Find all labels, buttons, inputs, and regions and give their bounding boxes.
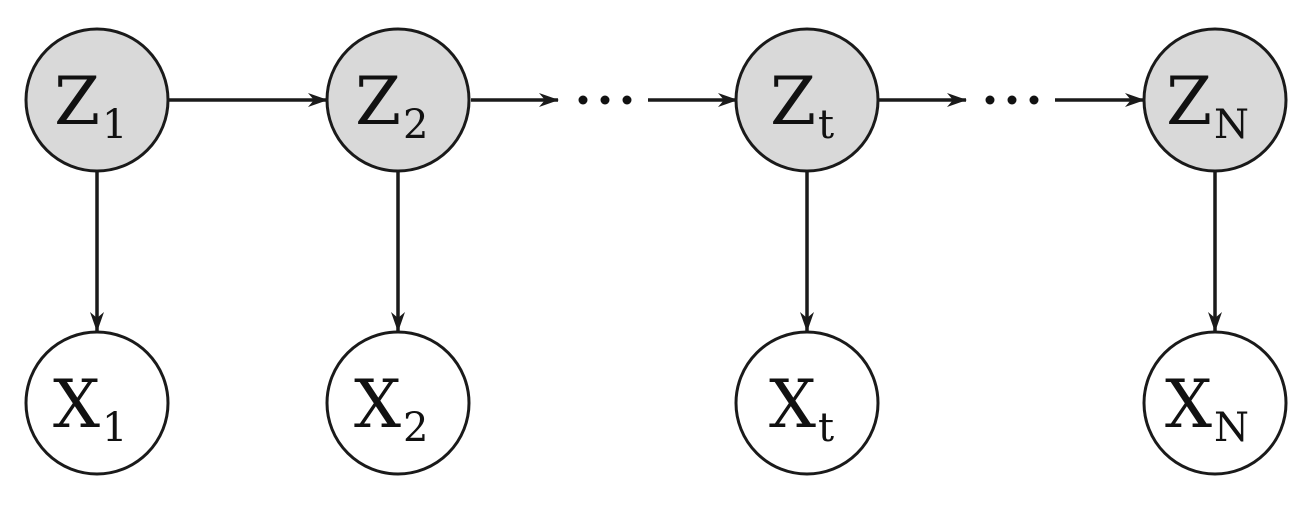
- svg-text:t: t: [818, 102, 834, 148]
- svg-text:1: 1: [102, 102, 127, 148]
- svg-text:2: 2: [403, 405, 428, 451]
- svg-text:2: 2: [403, 102, 428, 148]
- node-x1: X 1: [24, 330, 170, 476]
- svg-text:Z: Z: [1166, 63, 1212, 140]
- svg-text:Z: Z: [54, 63, 100, 140]
- svg-text:1: 1: [102, 405, 127, 451]
- svg-text:N: N: [1214, 405, 1249, 451]
- node-xt: X t: [734, 330, 880, 476]
- node-xn: X N: [1142, 330, 1288, 476]
- node-x2: X 2: [325, 330, 471, 476]
- svg-text:X: X: [769, 366, 816, 443]
- svg-text:X: X: [354, 366, 401, 443]
- svg-text:t: t: [818, 405, 834, 451]
- ellipsis-2: [985, 95, 1039, 105]
- svg-text:Z: Z: [770, 63, 816, 140]
- ellipsis-1: [578, 95, 632, 105]
- svg-text:X: X: [1165, 366, 1212, 443]
- svg-text:X: X: [53, 366, 100, 443]
- node-z2: Z 2: [325, 27, 471, 173]
- svg-text:Z: Z: [355, 63, 401, 140]
- svg-text:N: N: [1214, 102, 1249, 148]
- node-zn: Z N: [1142, 27, 1288, 173]
- node-z1: Z 1: [24, 27, 170, 173]
- node-zt: Z t: [734, 27, 880, 173]
